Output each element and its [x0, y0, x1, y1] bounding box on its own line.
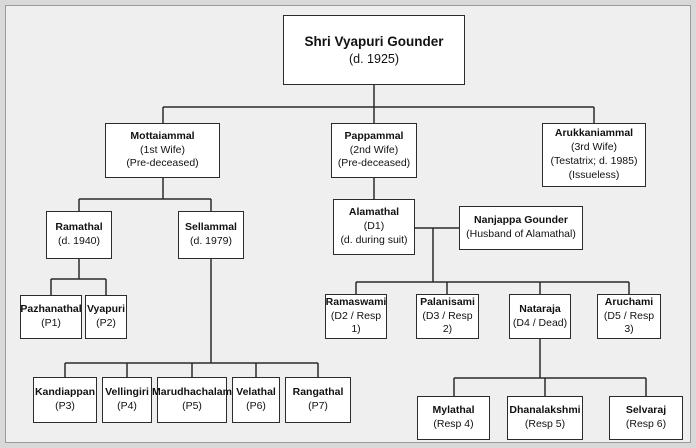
node-marudhachalam: Marudhachalam (P5) [152, 377, 232, 423]
node-detail: (P6) [246, 400, 266, 412]
node-detail: (P1) [41, 317, 61, 329]
node-detail: (D4 / Dead) [512, 316, 568, 329]
node-name: Sellammal [185, 221, 237, 234]
family-tree-diagram: Shri Vyapuri Gounder (d. 1925) Mottaiamm… [5, 5, 691, 443]
connector-couple-children [355, 228, 630, 294]
node-name: Ramathal [55, 221, 103, 234]
node-detail: (Resp 4) [433, 418, 474, 430]
node-name: Alamathal [348, 206, 400, 219]
node-detail: (Pre-deceased) [126, 157, 199, 170]
node-detail: (D2 / Resp 1) [330, 309, 382, 336]
node-selvaraj: Selvaraj (Resp 6) [609, 396, 683, 440]
node-sellammal: Sellammal (d. 1979) [178, 211, 244, 259]
node-detail: (Resp 5) [524, 418, 566, 430]
node-detail: (d. during suit) [340, 233, 408, 246]
connector-lines [50, 85, 647, 396]
node-detail: (P7) [308, 400, 328, 412]
node-detail: (2nd Wife) [349, 143, 399, 156]
node-detail: (Resp 6) [625, 418, 667, 430]
node-nataraja: Nataraja (D4 / Dead) [509, 294, 571, 339]
node-detail: (P2) [96, 317, 116, 329]
node-name: Arukkaniammal [554, 127, 634, 140]
node-pappammal: Pappammal (2nd Wife) (Pre-deceased) [331, 123, 417, 178]
node-dhanalakshmi: Dhanalakshmi (Resp 5) [507, 396, 583, 440]
node-vyapuri: Vyapuri (P2) [85, 295, 127, 339]
node-detail: (Husband of Alamathal) [466, 228, 576, 240]
connector-sellammal-children [64, 259, 319, 377]
node-alamathal: Alamathal (D1) (d. during suit) [333, 199, 415, 255]
node-name: Dhanalakshmi [509, 404, 581, 417]
node-kandiappan: Kandiappan (P3) [33, 377, 97, 423]
node-name: Pazhanathal [20, 303, 82, 316]
node-name: Aruchami [604, 295, 654, 308]
node-name: Shri Vyapuri Gounder [304, 33, 444, 49]
node-name: Marudhachalam [152, 386, 232, 399]
node-name: Mylathal [432, 404, 475, 417]
node-detail: (P5) [182, 400, 202, 412]
node-ramaswami: Ramaswami (D2 / Resp 1) [325, 294, 387, 339]
node-name: Palanisami [420, 295, 475, 308]
node-mottaiammal: Mottaiammal (1st Wife) (Pre-deceased) [105, 123, 220, 178]
node-name: Rangathal [292, 386, 344, 399]
connector-ramathal-children [50, 259, 107, 295]
node-palanisami: Palanisami (D3 / Resp 2) [416, 294, 479, 339]
node-name: Mottaiammal [130, 129, 195, 142]
node-name: Vyapuri [86, 303, 126, 316]
node-name: Velathal [236, 386, 276, 399]
node-detail: (d. 1940) [57, 235, 101, 247]
node-detail: (d. 1979) [189, 235, 233, 247]
node-pazhanathal: Pazhanathal (P1) [20, 295, 82, 339]
node-velathal: Velathal (P6) [232, 377, 280, 423]
connector-mottaiammal-children [78, 178, 212, 211]
node-aruchami: Aruchami (D5 / Resp 3) [597, 294, 661, 339]
node-detail: (3rd Wife) [570, 141, 618, 154]
node-detail: (D3 / Resp 2) [422, 309, 473, 336]
node-vellingiri: Vellingiri (P4) [102, 377, 152, 423]
node-nanjappa-gounder: Nanjappa Gounder (Husband of Alamathal) [459, 206, 583, 250]
node-name: Nataraja [519, 302, 561, 315]
node-detail: (Pre-deceased) [337, 157, 411, 170]
node-ramathal: Ramathal (d. 1940) [46, 211, 112, 259]
node-detail: (D5 / Resp 3) [603, 309, 655, 336]
node-detail: (d. 1925) [348, 51, 400, 66]
node-name: Nanjappa Gounder [474, 214, 568, 227]
node-arukkaniammal: Arukkaniammal (3rd Wife) (Testatrix; d. … [542, 123, 646, 187]
node-name: Kandiappan [34, 386, 96, 399]
node-mylathal: Mylathal (Resp 4) [417, 396, 490, 440]
node-name: Selvaraj [625, 404, 667, 417]
node-name: Ramaswami [325, 295, 387, 308]
node-detail: (Issueless) [568, 168, 620, 181]
node-detail: (D1) [363, 220, 385, 233]
node-detail: (1st Wife) [140, 143, 185, 156]
node-detail: (P4) [117, 400, 137, 412]
connector-nataraja-children [453, 339, 647, 396]
node-name: Pappammal [344, 129, 404, 142]
node-rangathal: Rangathal (P7) [285, 377, 351, 423]
node-name: Vellingiri [105, 386, 149, 399]
node-vyapuri-gounder: Shri Vyapuri Gounder (d. 1925) [283, 15, 465, 85]
node-detail: (P3) [55, 400, 75, 412]
connector-root-wives [162, 85, 595, 123]
node-detail: (Testatrix; d. 1985) [550, 155, 638, 167]
